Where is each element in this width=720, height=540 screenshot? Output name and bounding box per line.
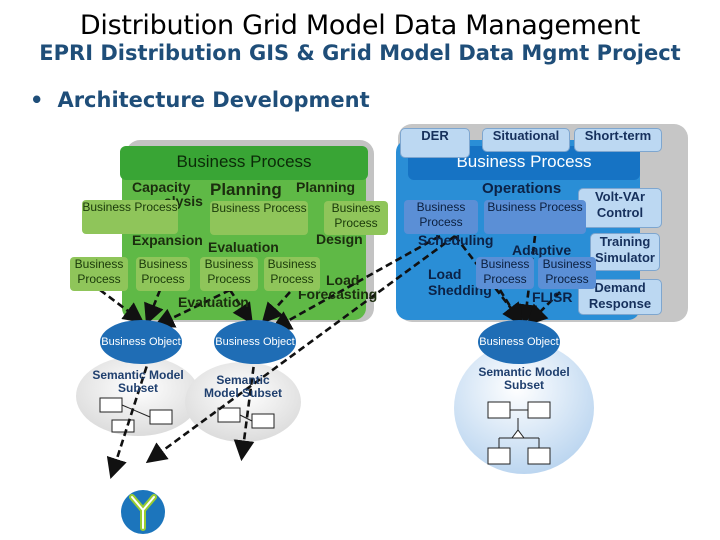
page-subtitle: EPRI Distribution GIS & Grid Model Data … [39, 41, 681, 65]
right-business-process-1: Business Process [404, 200, 478, 234]
bg-label-planning: Planning [210, 180, 282, 199]
bg-label-design: Design [316, 231, 363, 247]
left-business-process-1: Business Process [82, 200, 178, 234]
process-label: Business Process [480, 257, 530, 286]
app-label: Short-term [584, 128, 652, 143]
left-business-process-4: Business Process [70, 257, 128, 291]
object-label: Business Object [479, 335, 559, 348]
bg-label-scheduling: Scheduling [418, 232, 494, 248]
app-box-der: DER [400, 128, 470, 158]
bg-label-load: Load [326, 272, 360, 288]
left-business-process-7: Business Process [264, 257, 320, 291]
object-label: Business Object [101, 335, 181, 348]
process-label: Business Process [542, 257, 592, 286]
process-label: Business Process [204, 257, 254, 286]
process-label: Business Process [267, 257, 317, 286]
process-label: Business Process [82, 200, 178, 214]
epri-logo-icon [121, 490, 165, 534]
model-subset-label-1: Semantic Model Subset [92, 368, 184, 395]
right-business-process-4: Business Process [538, 257, 596, 289]
app-label: Control [596, 205, 644, 220]
business-object-3: Business Object [478, 320, 560, 364]
left-business-process-3: Business Process [324, 201, 388, 235]
left-panel-header [120, 146, 368, 180]
process-label: Business Process [74, 257, 124, 286]
uml-icon-3 [487, 401, 551, 465]
bg-label-expansion: Expansion [132, 232, 203, 248]
model-subset-label-3: Semantic Model Subset [478, 365, 570, 392]
app-label: Training [599, 234, 651, 249]
left-business-process-2: Business Process [210, 201, 308, 235]
object-label: Business Object [215, 335, 295, 348]
bg-label-evaluation: Evaluation [208, 239, 279, 255]
app-box-short-term: Short-term [574, 128, 662, 152]
app-label: Demand [594, 280, 646, 295]
bg-label-operations: Operations [482, 180, 562, 197]
left-panel-title: Business Process [176, 152, 312, 171]
model-subset-bubble-3 [454, 342, 594, 474]
business-object-1: Business Object [100, 320, 182, 364]
page-title: Distribution Grid Model Data Management [79, 10, 641, 41]
bg-label-load-shed: Load [428, 266, 462, 282]
bullet-point: • Architecture Development [30, 88, 370, 112]
bg-label-capacity: Capacity [132, 179, 191, 195]
dashed-connectors [99, 234, 561, 479]
bg-label-flisr: FLISR [532, 289, 573, 305]
process-label: Business Process [416, 200, 466, 229]
app-label: Simulator [595, 250, 655, 265]
left-business-process-6: Business Process [200, 257, 258, 291]
app-label: DER [421, 128, 449, 143]
bg-label-evaluation-2: Evaluation [178, 294, 249, 310]
left-business-process-5: Business Process [136, 257, 190, 291]
business-object-2: Business Object [214, 320, 296, 364]
uml-icon-2 [217, 407, 275, 429]
app-box-situational: Situational [482, 128, 570, 152]
right-business-process-2: Business Process [484, 200, 586, 234]
right-business-process-3: Business Process [476, 257, 534, 289]
app-label: Situational [492, 128, 560, 143]
process-label: Business Process [211, 201, 307, 215]
bg-label-adaptive: Adaptive [512, 242, 572, 258]
process-label: Business Process [138, 257, 188, 286]
bullet-dot: • [30, 88, 44, 112]
bg-label-shedding: Shedding [428, 282, 492, 298]
model-subset-label-2: Semantic Model Subset [203, 373, 282, 400]
right-panel-title: Business Process [456, 152, 592, 171]
app-label: Volt-VAr [594, 189, 646, 204]
bg-label-planning-2: Planning [296, 179, 356, 195]
process-label: Business Process [487, 200, 583, 214]
bullet-text: Architecture Development [57, 88, 370, 112]
process-label: Business Process [331, 201, 381, 230]
app-label: Response [588, 296, 652, 311]
